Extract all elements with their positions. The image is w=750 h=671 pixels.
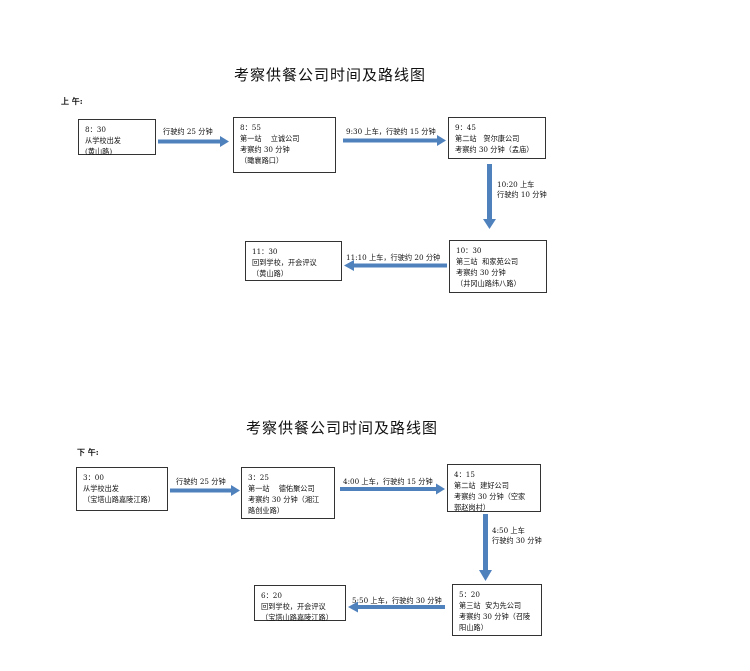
box-line: 第一站 德佑聚公司 <box>248 484 315 493</box>
box-line: 从学校出发 <box>83 484 119 493</box>
afternoon-arrow-2-label: 4:00 上车，行驶约 15 分钟 <box>343 477 433 487</box>
box-line: 第一站 立诚公司 <box>240 134 300 143</box>
box-line: 郭赵岗村） <box>454 503 490 512</box>
afternoon-arrow-3-label: 4:50 上车 行驶约 30 分钟 <box>492 526 542 546</box>
morning-box-stop-2: 9：45 第二站 贺尔康公司 考察约 30 分钟（孟庙） <box>448 117 546 159</box>
arrow-label-line: 行驶约 25 分钟 <box>176 477 226 486</box>
box-line: 考察约 30 分钟（召陵 <box>459 612 531 621</box>
morning-arrow-4-label: 11:10 上车，行驶约 20 分钟 <box>346 253 440 263</box>
afternoon-box-return: 6：20 回到学校，开会评议 （宝塔山路嘉陵江路） <box>254 585 346 622</box>
box-line: 考察约 30 分钟（湘江 <box>248 495 320 504</box>
box-line: 3：25 <box>248 473 269 482</box>
morning-box-stop-1: 8：55 第一站 立诚公司 考察约 30 分钟 （瞰襄路口） <box>233 117 336 173</box>
arrow-down <box>479 514 492 581</box>
arrow-right <box>343 135 446 146</box>
morning-period-label: 上 午: <box>61 96 83 106</box>
box-line: 回到学校，开会评议 <box>261 602 326 611</box>
arrow-label-line: 5:50 上车，行驶约 30 分钟 <box>352 596 442 605</box>
box-line: 阳山路） <box>459 623 488 632</box>
box-line: 4：15 <box>454 470 475 479</box>
box-line: 10：30 <box>456 246 482 255</box>
arrow-right <box>340 483 445 495</box>
afternoon-box-stop-2: 4：15 第二站 建好公司 考察约 30 分钟（空家 郭赵岗村） <box>447 464 541 512</box>
arrow-label-line: 行驶约 25 分钟 <box>163 127 213 136</box>
arrow-down <box>483 164 496 229</box>
box-line: 5：20 <box>459 590 480 599</box>
box-line: 考察约 30 分钟（孟庙） <box>455 145 534 154</box>
arrow-label-line: 行驶约 10 分钟 <box>497 190 547 199</box>
box-line: （黄山路） <box>252 269 288 278</box>
morning-arrow-2-label: 9:30 上车，行驶约 15 分钟 <box>346 127 436 137</box>
box-line: 3：00 <box>83 473 104 482</box>
box-line: 11：30 <box>252 247 278 256</box>
morning-arrow-1-label: 行驶约 25 分钟 <box>163 127 213 137</box>
box-line: 考察约 30 分钟 <box>240 145 290 154</box>
box-line: 回到学校，开会评议 <box>252 258 317 267</box>
box-line: 第三站 安为先公司 <box>459 601 522 610</box>
box-line: 9：45 <box>455 123 476 132</box>
box-line: 考察约 30 分钟（空家 <box>454 492 526 501</box>
arrow-label-line: 11:10 上车，行驶约 20 分钟 <box>346 253 441 262</box>
box-line: 第三站 和家苑公司 <box>456 257 519 266</box>
arrow-left <box>348 601 445 613</box>
arrow-label-line: 10:20 上车 <box>497 180 535 189</box>
box-line: 从学校出发 <box>85 136 121 145</box>
box-line: 第二站 建好公司 <box>454 481 509 490</box>
afternoon-arrow-1-label: 行驶约 25 分钟 <box>176 477 226 487</box>
arrow-label-line: 4:50 上车 <box>492 526 525 535</box>
afternoon-arrow-4-label: 5:50 上车，行驶约 30 分钟 <box>352 596 442 606</box>
box-line: 考察约 30 分钟 <box>456 268 506 277</box>
box-line: 6：20 <box>261 591 282 600</box>
box-line: 路创业路） <box>248 506 284 515</box>
afternoon-box-stop-1: 3：25 第一站 德佑聚公司 考察约 30 分钟（湘江 路创业路） <box>241 467 335 519</box>
box-line: 第二站 贺尔康公司 <box>455 134 520 143</box>
arrow-right <box>158 136 229 147</box>
box-line: （宝塔山路嘉陵江路） <box>83 495 155 504</box>
morning-box-return: 11：30 回到学校，开会评议 （黄山路） <box>245 241 342 281</box>
afternoon-title: 考察供餐公司时间及路线图 <box>246 419 439 437</box>
morning-box-stop-3: 10：30 第三站 和家苑公司 考察约 30 分钟 （井冈山路纬八路） <box>449 240 547 293</box>
box-line: 8：30 <box>85 125 106 134</box>
box-line: (黄山路) <box>85 147 113 156</box>
morning-title: 考察供餐公司时间及路线图 <box>234 66 427 84</box>
arrow-label-line: 4:00 上车，行驶约 15 分钟 <box>343 477 433 486</box>
box-line: 8：55 <box>240 123 261 132</box>
arrow-label-line: 9:30 上车，行驶约 15 分钟 <box>346 127 436 136</box>
arrow-right <box>170 485 240 496</box>
box-line: （宝塔山路嘉陵江路） <box>261 613 333 622</box>
afternoon-box-departure: 3：00 从学校出发 （宝塔山路嘉陵江路） <box>76 467 168 511</box>
morning-arrow-3-label: 10:20 上车 行驶约 10 分钟 <box>497 180 547 200</box>
afternoon-box-stop-3: 5：20 第三站 安为先公司 考察约 30 分钟（召陵 阳山路） <box>452 584 542 636</box>
afternoon-period-label: 下 午: <box>77 447 99 457</box>
box-line: （井冈山路纬八路） <box>456 279 521 288</box>
morning-box-departure: 8：30 从学校出发 (黄山路) <box>78 119 156 156</box>
arrow-label-line: 行驶约 30 分钟 <box>492 536 542 545</box>
arrow-left <box>344 260 447 271</box>
box-line: （瞰襄路口） <box>240 156 284 165</box>
